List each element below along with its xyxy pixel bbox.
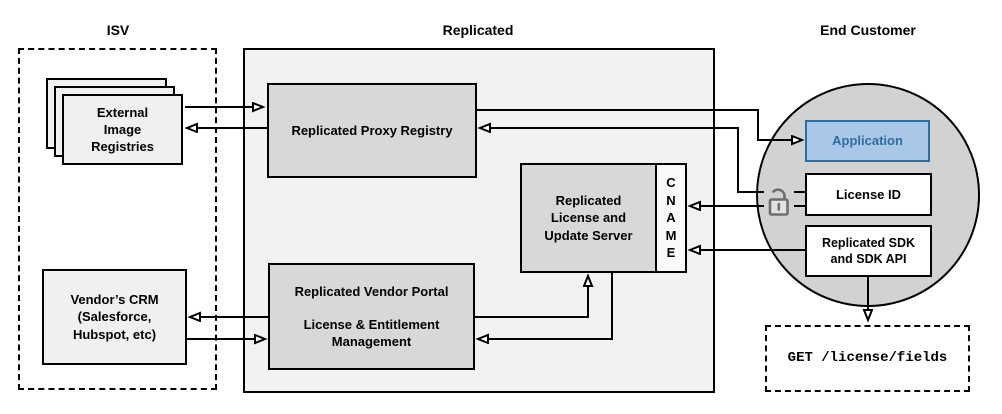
license-id-node: License ID (805, 173, 932, 216)
vendor-portal-title: Replicated Vendor Portal (294, 283, 449, 299)
replicated-sdk-label: Replicated SDK and SDK API (821, 235, 916, 267)
unlocked-padlock-icon (764, 182, 794, 216)
isv-zone-title: ISV (106, 22, 130, 38)
replicated-zone-title: Replicated (442, 22, 514, 38)
end-customer-zone-title: End Customer (820, 22, 916, 38)
license-fields-request-box: GET /license/fields (765, 325, 970, 392)
license-update-server-label: Replicated License and Update Server (544, 193, 633, 243)
vendor-portal-node: Replicated Vendor Portal License & Entit… (268, 263, 475, 370)
cname-label: CNAME (665, 175, 677, 261)
external-image-registries-label: External Image Registries (91, 104, 154, 155)
license-fields-request-text: GET /license/fields (787, 350, 948, 367)
replicated-proxy-registry-node: Replicated Proxy Registry (267, 83, 477, 178)
license-id-label: License ID (835, 186, 902, 202)
replicated-proxy-registry-label: Replicated Proxy Registry (291, 122, 453, 138)
license-update-server-node: Replicated License and Update Server (520, 163, 657, 273)
cname-node: CNAME (655, 163, 687, 273)
vendor-crm-label: Vendor’s CRM (Salesforce, Hubspot, etc) (70, 292, 159, 342)
application-node: Application (805, 120, 930, 162)
replicated-sdk-node: Replicated SDK and SDK API (805, 225, 932, 277)
vendor-crm-node: Vendor’s CRM (Salesforce, Hubspot, etc) (42, 269, 187, 365)
external-image-registries-node: External Image Registries (62, 94, 183, 165)
vendor-portal-subtitle: License & Entitlement Management (303, 316, 440, 350)
application-label: Application (832, 133, 903, 149)
